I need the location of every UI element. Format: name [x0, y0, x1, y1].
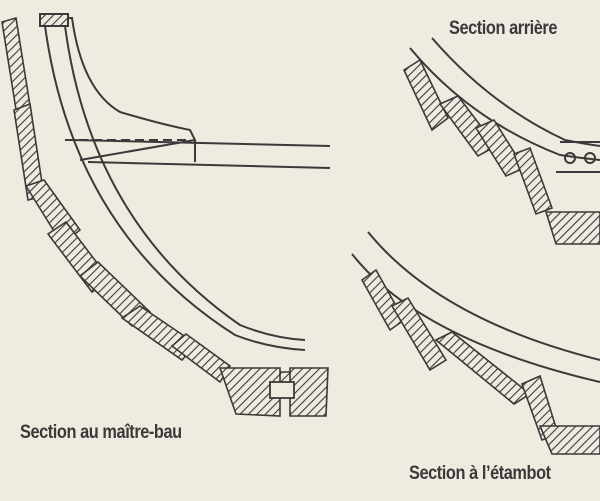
- sternpost-planks: [360, 268, 559, 442]
- label-midship-section: Section au maître-bau: [20, 422, 182, 443]
- rear-frame: [409, 47, 600, 161]
- rear-section: [402, 37, 600, 245]
- label-sternpost-section: Section à l’étambot: [409, 463, 551, 484]
- midship-planks: [1, 16, 326, 389]
- rear-keel: [544, 211, 600, 245]
- midship-knee: [64, 17, 197, 161]
- rear-planks: [402, 58, 554, 216]
- sternpost-keel: [538, 425, 600, 455]
- midship-section: [1, 13, 331, 417]
- midship-keel-slot: [269, 381, 295, 399]
- label-rear-section: Section arrière: [449, 18, 557, 39]
- midship-keel: [218, 367, 329, 417]
- sternpost-section: [351, 231, 600, 455]
- midship-frame: [43, 17, 306, 351]
